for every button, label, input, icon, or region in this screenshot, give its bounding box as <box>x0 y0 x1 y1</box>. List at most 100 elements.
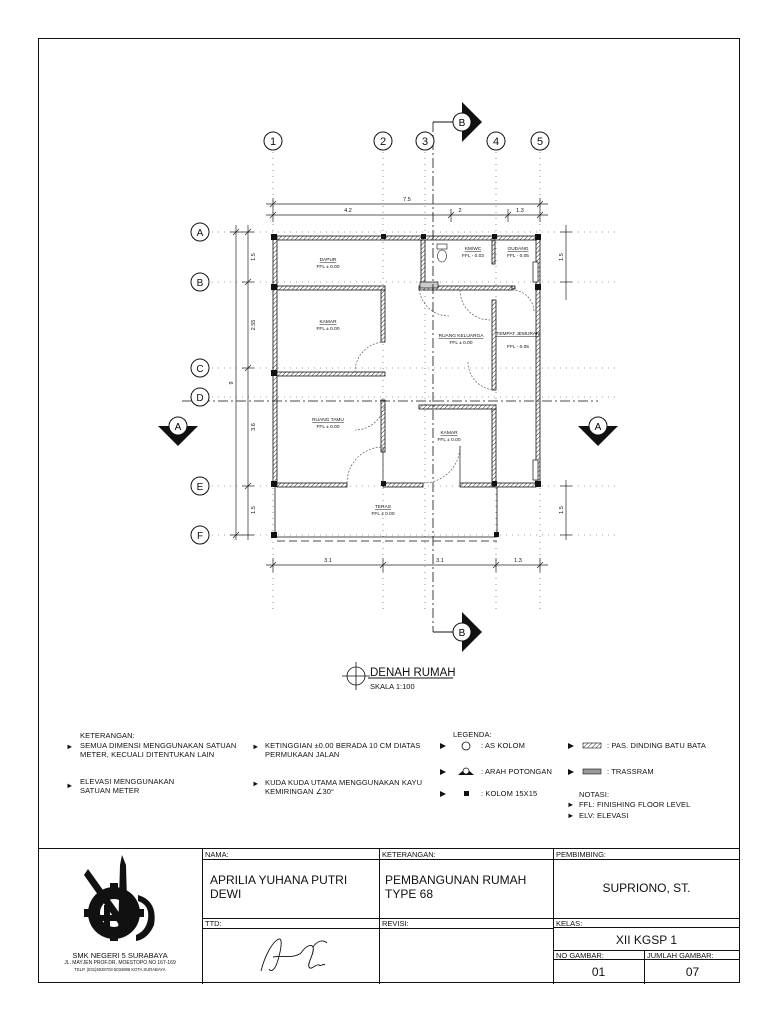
svg-text:C: C <box>196 364 203 375</box>
room-label-ruang-tamu: RUANG TAMU <box>312 417 344 423</box>
pembimbing-label: PEMBIMBING: <box>556 850 607 859</box>
divider <box>553 927 740 928</box>
legend-trassram: : TRASSRAM <box>607 767 654 776</box>
dim-left-4: 1.5 <box>251 506 257 514</box>
grid-bubble-b: B <box>190 272 210 292</box>
notasi-ffl: FFL: FINISHING FLOOR LEVEL <box>579 800 691 809</box>
room-ffl-dapur: FFL ± 0.00 <box>317 264 340 270</box>
grid-bubble-a: A <box>190 222 210 242</box>
floor-plan: 7.5 4.2 2 1.3 3.1 3.1 1.3 1.5 2.55 3.6 1… <box>158 102 620 691</box>
note-item-4: KUDA KUDA UTAMA MENGGUNAKAN KAYU KEMIRIN… <box>265 778 423 796</box>
grid-bubble-1: 1 <box>263 131 283 151</box>
jumlah-gambar-value: 07 <box>685 965 700 979</box>
section-marker-b-top: B <box>452 102 482 142</box>
svg-text:A: A <box>197 228 204 239</box>
room-ffl-tempat-jemuran: FFL - 0.05 <box>507 344 529 350</box>
keterangan-value: PEMBANGUNAN RUMAH TYPE 68 <box>385 873 527 901</box>
legend-arah-potongan: : ARAH POTONGAN <box>481 767 552 776</box>
nama-label: NAMA: <box>205 850 229 859</box>
svg-text:4: 4 <box>493 136 499 148</box>
bullet-icon: ► <box>66 781 74 790</box>
ttd-label: TTD: <box>205 919 222 928</box>
kolom-icon <box>464 791 469 796</box>
brick-wall-icon <box>582 742 602 749</box>
room-ffl-kamar-2: FFL ± 0.00 <box>438 437 461 443</box>
room-label-kmwc: KM/WC <box>465 246 482 252</box>
room-label-kamar-2: KAMAR <box>440 430 458 436</box>
grid-bubble-5: 5 <box>530 131 550 151</box>
divider <box>202 859 740 860</box>
no-gambar-label: NO GAMBAR: <box>556 951 604 960</box>
svg-text:B: B <box>459 118 466 129</box>
kelas-value: XII KGSP 1 <box>615 933 678 947</box>
legend-symbols <box>440 741 602 797</box>
note-item-1: SEMUA DIMENSI MENGGUNAKAN SATUAN METER, … <box>80 741 237 759</box>
svg-text:3: 3 <box>422 136 428 148</box>
bullet-icon: ► <box>567 811 575 820</box>
nama-value: APRILIA YUHANA PUTRI DEWI <box>210 873 348 901</box>
svg-text:DENAH RUMAH: DENAH RUMAH <box>370 667 456 679</box>
svg-text:A: A <box>595 422 602 433</box>
svg-text:2: 2 <box>380 136 386 148</box>
bullet-icon: ► <box>252 779 260 788</box>
grid-bubble-3: 3 <box>415 131 435 151</box>
trassram-icon <box>582 768 602 775</box>
note-item-3: KETINGGIAN ±0.00 BERADA 10 CM DIATAS PER… <box>265 741 421 759</box>
room-label-kamar-1: KAMAR <box>319 319 337 325</box>
grid-bubble-4: 4 <box>486 131 506 151</box>
keterangan-label: KETERANGAN: <box>382 850 436 859</box>
room-ffl-kamar-1: FFL ± 0.00 <box>317 326 340 332</box>
note-item-2: ELEVASI MENGGUNAKAN SATUAN METER <box>80 777 175 795</box>
notasi-elv: ELV: ELEVASI <box>579 811 629 820</box>
legend-heading: LEGENDA: <box>453 730 492 739</box>
svg-text:D: D <box>196 393 203 404</box>
room-label-ruang-keluarga: RUANG KELUARGA <box>439 333 485 339</box>
divider <box>553 849 554 984</box>
legend-kolom: : KOLOM 15X15 <box>481 789 538 798</box>
dim-left-total: 9 <box>229 381 235 384</box>
school-name: SMK NEGERI 5 SURABAYA <box>72 951 168 960</box>
revisi-label: REVISI: <box>382 919 409 928</box>
divider <box>379 849 380 984</box>
svg-text:B: B <box>197 278 204 289</box>
drawing-sheet-border <box>38 38 740 983</box>
notasi-heading: NOTASI: <box>579 790 610 799</box>
room-ffl-kmwc: FFL - 0.03 <box>462 253 484 259</box>
grid-bubble-2: 2 <box>373 131 393 151</box>
title-block: SMK NEGERI 5 SURABAYA JL. MAYJEN PROF.DR… <box>38 848 740 984</box>
drawing-title: DENAH RUMAH SKALA 1:100 <box>342 662 456 691</box>
school-contact: TELP. (031)5028703 5034886 KOTA SURABAYA <box>74 967 166 972</box>
divider <box>553 959 740 960</box>
divider <box>202 849 203 984</box>
bullet-icon: ► <box>252 742 260 751</box>
divider <box>553 950 740 951</box>
dim-top-3: 1.3 <box>516 208 524 214</box>
dim-right-1: 1.5 <box>559 253 565 261</box>
arah-potongan-icon <box>458 767 474 775</box>
dim-left-3: 3.6 <box>251 423 257 431</box>
dim-left-1: 1.5 <box>251 253 257 261</box>
dim-left-2: 2.55 <box>251 320 257 331</box>
dim-bottom-1: 3.1 <box>324 558 332 564</box>
jumlah-gambar-label: JUMLAH GAMBAR: <box>647 951 714 960</box>
section-marker-b-bottom: B <box>452 612 482 652</box>
dim-bottom-2: 3.1 <box>436 558 444 564</box>
svg-text:F: F <box>197 531 203 542</box>
legend-dinding: : PAS. DINDING BATU BATA <box>607 741 706 750</box>
school-logo-icon <box>84 855 155 941</box>
divider <box>202 918 740 919</box>
grid-bubble-e: E <box>190 476 210 496</box>
kelas-label: KELAS: <box>556 919 583 928</box>
section-marker-a-left: A <box>158 416 198 446</box>
dim-right-2: 1.5 <box>559 506 565 514</box>
svg-text:E: E <box>197 482 204 493</box>
room-label-gudang: GUDANG <box>507 246 528 252</box>
room-label-tempat-jemuran: TEMPAT JEMURAN <box>496 331 540 337</box>
svg-text:SKALA 1:100: SKALA 1:100 <box>370 682 415 691</box>
svg-text:1: 1 <box>270 136 276 148</box>
room-label-teras: TERAS <box>375 504 391 510</box>
dim-top-1: 4.2 <box>344 208 352 214</box>
as-kolom-icon <box>461 741 471 751</box>
divider <box>644 950 645 984</box>
dim-top-2: 2 <box>458 208 461 214</box>
